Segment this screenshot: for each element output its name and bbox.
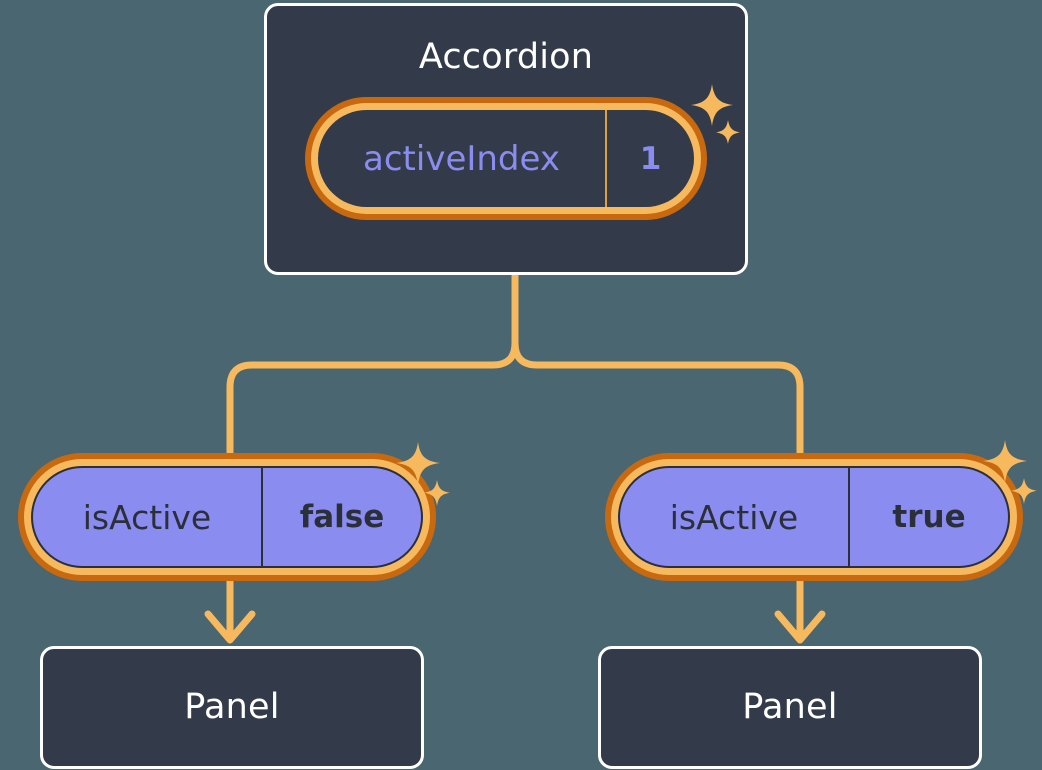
- connector-to-left-branch: [226, 339, 519, 459]
- component-title-panel-left: Panel: [184, 687, 280, 727]
- state-pill-divider: [605, 110, 607, 207]
- prop-pill-divider-right: [848, 468, 850, 566]
- component-box-panel-right[interactable]: Panel: [598, 646, 982, 769]
- arrow-left-panel-head: [204, 610, 256, 644]
- state-pill-body: activeIndex 1: [318, 110, 694, 207]
- prop-pill-body-left: isActive false: [31, 466, 423, 568]
- prop-pill-value-right: true: [892, 499, 966, 535]
- prop-pill-is-active-false[interactable]: isActive false: [18, 453, 436, 581]
- state-pill-active-index[interactable]: activeIndex 1: [305, 97, 707, 220]
- prop-pill-inner-ring-left: isActive false: [24, 459, 430, 575]
- arrow-right-panel-head: [774, 610, 826, 644]
- state-pill-value-active-index: 1: [639, 140, 662, 177]
- state-pill-inner-ring: activeIndex 1: [311, 103, 701, 214]
- component-box-panel-left[interactable]: Panel: [40, 646, 424, 769]
- component-title-panel-right: Panel: [742, 687, 838, 727]
- prop-pill-value-left: false: [299, 499, 385, 535]
- prop-pill-is-active-true[interactable]: isActive true: [605, 453, 1023, 581]
- prop-pill-key-left: isActive: [82, 497, 212, 537]
- prop-pill-key-right: isActive: [669, 497, 799, 537]
- prop-pill-inner-ring-right: isActive true: [611, 459, 1017, 575]
- prop-pill-body-right: isActive true: [618, 466, 1010, 568]
- connector-to-right-branch: [511, 339, 804, 459]
- state-pill-key-active-index: activeIndex: [363, 138, 560, 179]
- component-title-accordion: Accordion: [418, 37, 594, 77]
- prop-pill-divider-left: [261, 468, 263, 566]
